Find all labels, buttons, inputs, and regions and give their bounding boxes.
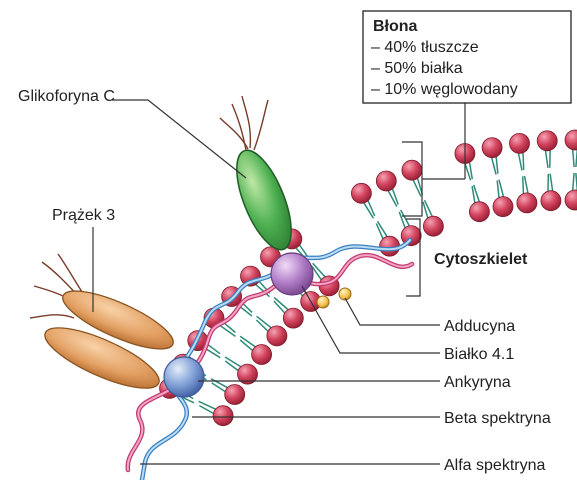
lipid-head-outer (510, 133, 530, 153)
lipid-head-inner (517, 193, 537, 213)
lipid-head-inner (267, 326, 287, 346)
lipid-tails (203, 343, 242, 371)
lipid-head-inner (252, 345, 272, 365)
lipid-tails (491, 155, 504, 198)
lipid-tails (573, 148, 577, 191)
lipid-tails (465, 161, 480, 204)
membrane-box-line-protein: – 50% białka (371, 60, 463, 77)
label-ankyryna: Ankyryna (444, 374, 511, 391)
lipid-tails (518, 151, 528, 195)
lipid-head-outer (376, 171, 396, 191)
lipid-head-inner (225, 385, 245, 405)
lipid-tails (388, 188, 410, 229)
lipid-head-inner (493, 197, 513, 217)
lipid-head-inner (541, 191, 561, 211)
lipid-tails (219, 321, 256, 351)
ankyrin (164, 357, 204, 397)
lipid-head-inner (213, 406, 233, 426)
lipid-head-inner (283, 308, 303, 328)
lipid-head-inner (469, 202, 489, 222)
membrane-box-title: Błona (373, 18, 418, 35)
lipid-head-inner (565, 190, 577, 210)
label-prazek: Prążek 3 (52, 207, 115, 224)
band-3-protein (30, 254, 180, 400)
label-cytoszkielet: Cytoszkielet (434, 251, 528, 268)
protein-4-1 (271, 253, 313, 295)
label-alfa-spektryna: Alfa spektryna (444, 457, 545, 474)
lipid-tails (363, 200, 388, 240)
label-beta-spektryna: Beta spektryna (444, 410, 551, 427)
lipid-head-outer (351, 183, 371, 203)
lipid-head-outer (482, 138, 502, 158)
membrane-box-line-carbs: – 10% węglowodany (371, 81, 518, 98)
membrane-box-line-fat: – 40% tłuszcze (371, 39, 479, 56)
lipid-tails (545, 149, 553, 192)
lipid-head-outer (537, 131, 557, 151)
adducin-dot-1 (317, 296, 329, 308)
label-adducyna: Adducyna (444, 318, 515, 335)
lipid-head-outer (565, 130, 577, 150)
glycophorin-c (220, 96, 302, 257)
lipid-head-outer (402, 160, 422, 180)
lipid-tails (413, 177, 433, 219)
label-bialko41: Białko 4.1 (444, 346, 514, 363)
label-glikoforyna: Glikoforyna C (18, 88, 115, 105)
lipid-head-inner (423, 216, 443, 236)
